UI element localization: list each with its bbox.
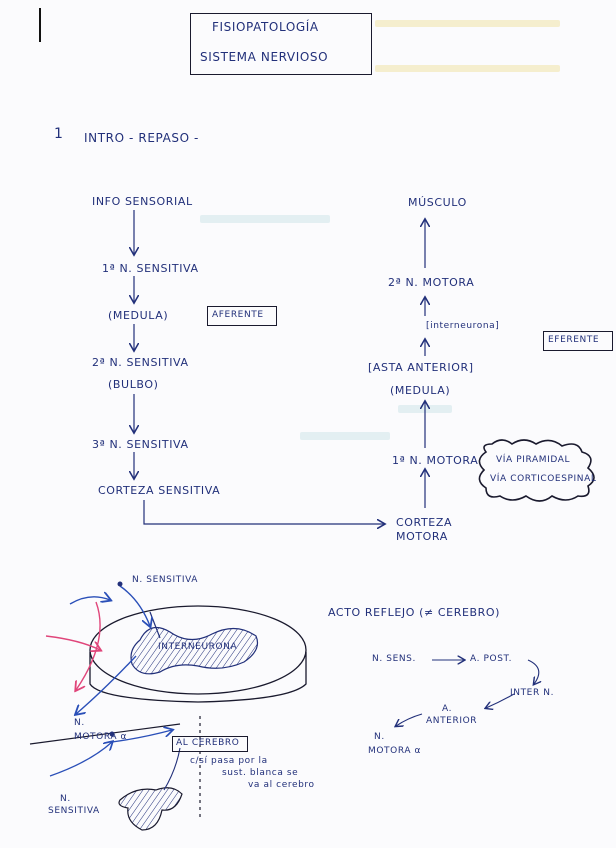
reflex-step-ant-2: ANTERIOR <box>426 716 477 726</box>
reflex-step-inter: INTER N. <box>510 688 554 698</box>
spinal-sensitiva-label: N. SENSITIVA <box>132 575 198 585</box>
bottom-note-2: sust. blanca se <box>222 768 298 778</box>
reflex-step-sens: N. SENS. <box>372 654 416 664</box>
reflex-step-motora-2: MOTORA α <box>368 746 421 756</box>
reflex-title: ACTO REFLEJO (≠ CEREBRO) <box>328 606 500 619</box>
bottom-sensitiva-1: N. <box>60 794 71 804</box>
reflex-step-ant-1: A. <box>442 704 452 714</box>
al-cerebro-label: AL CEREBRO <box>176 738 239 748</box>
bottom-note-1: c/sí pasa por la <box>190 756 268 766</box>
spinal-motora-label-1: N. <box>74 718 85 728</box>
spinal-interneurona-label: INTERNEURONA <box>158 642 237 652</box>
bottom-sensitiva-2: SENSITIVA <box>48 806 100 816</box>
spinal-motora-label-2: MOTORA α <box>74 732 127 742</box>
reflex-step-post: A. POST. <box>470 654 512 664</box>
reflex-step-motora-1: N. <box>374 732 385 742</box>
bottom-note-3: va al cerebro <box>248 780 315 790</box>
